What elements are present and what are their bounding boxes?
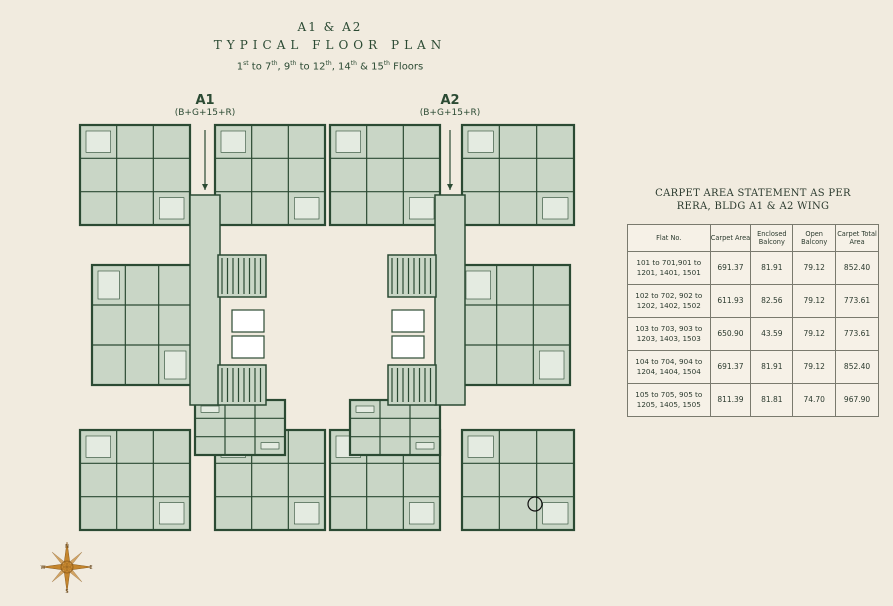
cell-carpet: 650.90 [709,317,752,351]
furniture-block [542,197,569,220]
furniture-block [159,502,185,525]
furniture-block [467,130,494,153]
wing-label-a1: A1 (B+G+15+R) [170,93,240,118]
header-total-area: Carpet Total Area [835,224,879,252]
compass-west: W [41,565,46,571]
lift-shaft [391,335,425,359]
furniture-block [294,502,320,525]
compass-east: E [89,565,92,571]
staircase [217,254,267,298]
header-flat-no: Flat No. [627,224,711,252]
cell-total: 773.61 [835,317,879,351]
compass-south: S [65,589,68,594]
furniture-block [294,197,320,220]
marker-circle [527,496,543,512]
table-row: 104 to 704, 904 to 1204, 1404, 1504 691.… [627,350,879,384]
plan-title: TYPICAL FLOOR PLAN [213,38,447,52]
carpet-area-heading: CARPET AREA STATEMENT AS PER RERA, BLDG … [628,187,878,213]
staircase [217,364,267,406]
wing-floors: (B+G+15+R) [419,108,481,118]
furniture-block [85,130,111,153]
lift-shaft [231,309,265,333]
floors-caption: 1st to 7th, 9th to 12th, 14th & 15th Flo… [236,60,424,73]
cell-open: 74.70 [792,383,837,417]
cell-enclosed: 81.91 [750,350,794,384]
furniture-block [355,405,375,413]
table-row: 102 to 702, 902 to 1202, 1402, 1502 611.… [627,284,879,318]
plan-title-wings: A1 & A2 [297,20,363,34]
header-enclosed-balcony: Enclosed Balcony [750,224,794,252]
table-row: 105 to 705, 905 to 1205, 1405, 1505 811.… [627,383,879,417]
corridor-wing-a2 [434,194,466,406]
furniture-block [260,442,280,450]
furniture-block [85,435,111,458]
furniture-block [159,197,185,220]
cell-enclosed: 82.56 [750,284,794,318]
furniture-block [409,502,435,525]
cell-open: 79.12 [792,251,837,285]
cell-carpet: 611.93 [709,284,752,318]
wing-floors: (B+G+15+R) [174,108,236,118]
furniture-block [465,270,491,300]
cell-carpet: 691.37 [709,350,752,384]
cell-open: 79.12 [792,317,837,351]
staircase [387,364,437,406]
table-row: 101 to 701,901 to 1201, 1401, 1501 691.3… [627,251,879,285]
lift-shaft [231,335,265,359]
header-carpet-area: Carpet Area [709,224,752,252]
cell-total: 852.40 [835,350,879,384]
furniture-block [542,502,569,525]
header-open-balcony: Open Balcony [792,224,837,252]
cell-carpet: 811.39 [709,383,752,417]
cell-enclosed: 81.91 [750,251,794,285]
table-row: 103 to 703, 903 to 1203, 1403, 1503 650.… [627,317,879,351]
wing-name: A1 [195,93,215,108]
arrow-head-icon [447,184,453,190]
cell-flat: 102 to 702, 902 to 1202, 1402, 1502 [627,284,711,318]
compass-rose-icon: N S E W [41,541,93,594]
furniture-block [409,197,435,220]
cell-carpet: 691.37 [709,251,752,285]
furniture-block [97,270,120,300]
furniture-block [164,350,187,380]
cell-flat: 104 to 704, 904 to 1204, 1404, 1504 [627,350,711,384]
carpet-area-table: Flat No. Carpet Area Enclosed Balcony Op… [627,224,879,417]
table-header-row: Flat No. Carpet Area Enclosed Balcony Op… [627,224,879,252]
furniture-block [467,435,494,458]
cell-open: 79.12 [792,350,837,384]
cell-enclosed: 81.81 [750,383,794,417]
cell-total: 773.61 [835,284,879,318]
cell-total: 967.90 [835,383,879,417]
cell-enclosed: 43.59 [750,317,794,351]
compass-north: N [65,544,69,550]
wing-label-a2: A2 (B+G+15+R) [415,93,485,118]
cell-open: 79.12 [792,284,837,318]
furniture-block [335,130,361,153]
furniture-block [415,442,435,450]
staircase [387,254,437,298]
lift-shaft [391,309,425,333]
cell-flat: 105 to 705, 905 to 1205, 1405, 1505 [627,383,711,417]
furniture-block [539,350,565,380]
wing-name: A2 [440,93,460,108]
furniture-block [220,130,246,153]
furniture-block [200,405,220,413]
heading-line: RERA, BLDG A1 & A2 WING [676,201,830,212]
cell-total: 852.40 [835,251,879,285]
cell-flat: 103 to 703, 903 to 1203, 1403, 1503 [627,317,711,351]
arrow-head-icon [202,184,208,190]
heading-line: CARPET AREA STATEMENT AS PER [655,188,851,199]
corridor-wing-a1 [189,194,221,406]
cell-flat: 101 to 701,901 to 1201, 1401, 1501 [627,251,711,285]
